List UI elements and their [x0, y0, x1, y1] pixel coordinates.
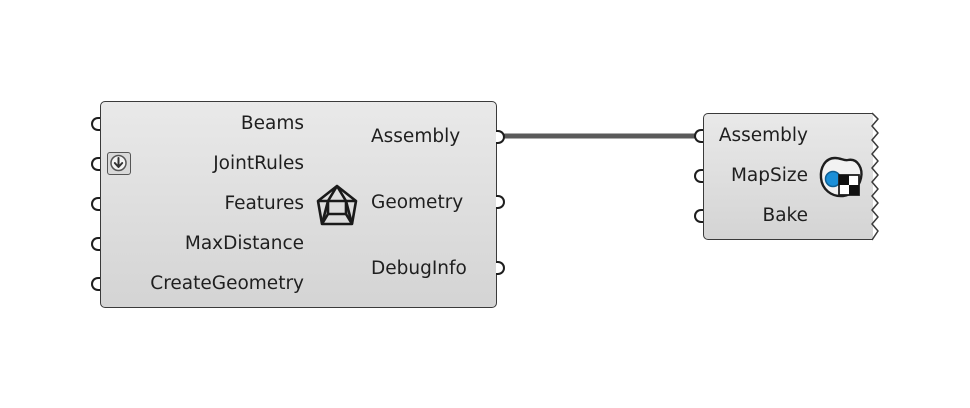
input-grip-features[interactable]: [91, 197, 100, 211]
output-label-geometry: Geometry: [371, 192, 464, 213]
visualizer-blob-icon: [817, 156, 867, 204]
input-grip-creategeometry[interactable]: [91, 277, 100, 291]
input-label-assembly-b: Assembly: [718, 125, 808, 146]
input-label-bake: Bake: [762, 205, 808, 226]
input-label-jointrules: JointRules: [213, 153, 304, 174]
input-grip-jointrules[interactable]: [91, 157, 100, 171]
input-label-mapsize: MapSize: [730, 165, 808, 186]
input-grip-bake[interactable]: [694, 209, 703, 223]
input-label-beams: Beams: [240, 113, 304, 134]
graft-arrow-down-icon[interactable]: [107, 152, 131, 175]
input-label-features: Features: [224, 193, 304, 214]
assembly-component[interactable]: [100, 101, 497, 308]
output-grip-geometry[interactable]: [496, 195, 505, 209]
input-label-creategeometry: CreateGeometry: [150, 273, 304, 294]
assembly-house-icon: [313, 183, 361, 231]
input-label-maxdistance: MaxDistance: [184, 233, 304, 254]
output-label-assembly: Assembly: [371, 126, 461, 147]
input-grip-beams[interactable]: [91, 117, 100, 131]
input-grip-maxdistance[interactable]: [91, 237, 100, 251]
output-label-debuginfo: DebugInfo: [371, 258, 467, 279]
input-grip-assembly-b[interactable]: [694, 129, 703, 143]
input-grip-mapsize[interactable]: [694, 169, 703, 183]
output-grip-assembly[interactable]: [496, 130, 505, 144]
output-grip-debuginfo[interactable]: [496, 261, 505, 275]
